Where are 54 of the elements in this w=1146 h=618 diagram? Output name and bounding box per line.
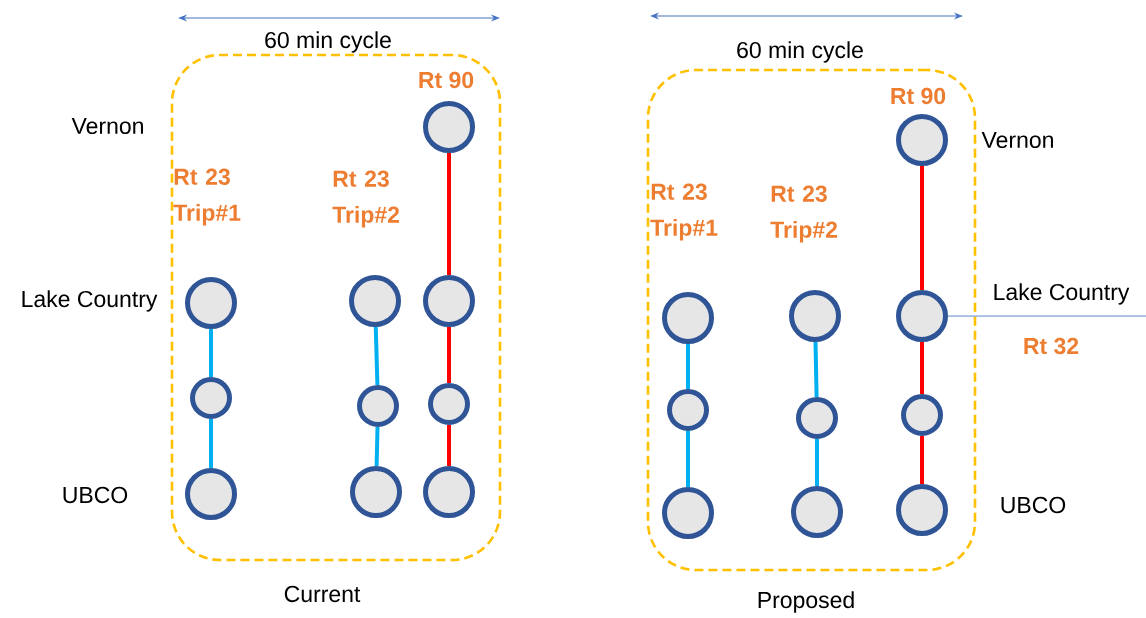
route-line bbox=[920, 166, 924, 290]
route-line bbox=[447, 425, 451, 466]
stop-circle bbox=[190, 377, 232, 419]
route-label: Rt 23 Trip#2 bbox=[770, 185, 838, 243]
station-label: Lake Country bbox=[22, 290, 158, 312]
stop-circle bbox=[896, 114, 948, 166]
stop-circle bbox=[789, 290, 841, 342]
route-label: Rt 90 bbox=[419, 71, 474, 89]
stop-circle bbox=[185, 468, 237, 520]
route-line bbox=[209, 419, 213, 468]
dashed-frame bbox=[646, 68, 977, 572]
dashed-frame bbox=[170, 53, 502, 562]
stop-circle bbox=[423, 466, 475, 518]
station-label: Lake Country bbox=[994, 283, 1130, 305]
route-label: Rt 90 bbox=[891, 87, 946, 105]
stop-circle bbox=[423, 101, 475, 153]
route-label: Rt 23 Trip#2 bbox=[332, 170, 400, 228]
dimension-label: 60 min cycle bbox=[737, 41, 863, 63]
stop-circle bbox=[350, 466, 402, 518]
route-line bbox=[686, 431, 690, 487]
station-label: UBCO bbox=[63, 486, 128, 504]
stop-circle bbox=[896, 484, 948, 536]
route-line bbox=[447, 327, 451, 383]
route-line bbox=[813, 341, 819, 398]
station-label: Vernon bbox=[71, 117, 143, 134]
stop-circle bbox=[901, 394, 943, 436]
route-line bbox=[686, 344, 690, 389]
stop-circle bbox=[662, 292, 714, 344]
caption: Proposed bbox=[758, 591, 854, 613]
route-line bbox=[374, 426, 380, 467]
stop-circle bbox=[357, 385, 399, 427]
route-label: Rt 32 bbox=[1024, 337, 1079, 355]
route-line bbox=[209, 329, 213, 377]
dimension-label: 60 min cycle bbox=[265, 31, 391, 53]
stop-circle bbox=[349, 275, 401, 327]
route-label: Rt 23 Trip#1 bbox=[650, 183, 718, 241]
station-label: Vernon bbox=[981, 131, 1053, 148]
station-label: UBCO bbox=[1001, 496, 1066, 514]
route-line bbox=[815, 439, 819, 486]
route-line bbox=[373, 326, 380, 386]
stop-circle bbox=[428, 383, 470, 425]
stop-circle bbox=[423, 275, 475, 327]
stop-circle bbox=[185, 277, 237, 329]
stop-circle bbox=[796, 397, 838, 439]
stop-circle bbox=[662, 487, 714, 539]
stop-circle bbox=[791, 486, 843, 538]
caption: Current bbox=[284, 585, 361, 603]
stop-circle bbox=[667, 389, 709, 431]
connector-line bbox=[947, 315, 1146, 317]
stop-circle bbox=[896, 290, 948, 342]
route-label: Rt 23 Trip#1 bbox=[173, 168, 241, 226]
route-line bbox=[920, 436, 924, 484]
route-line bbox=[920, 342, 924, 394]
route-line bbox=[447, 153, 451, 275]
